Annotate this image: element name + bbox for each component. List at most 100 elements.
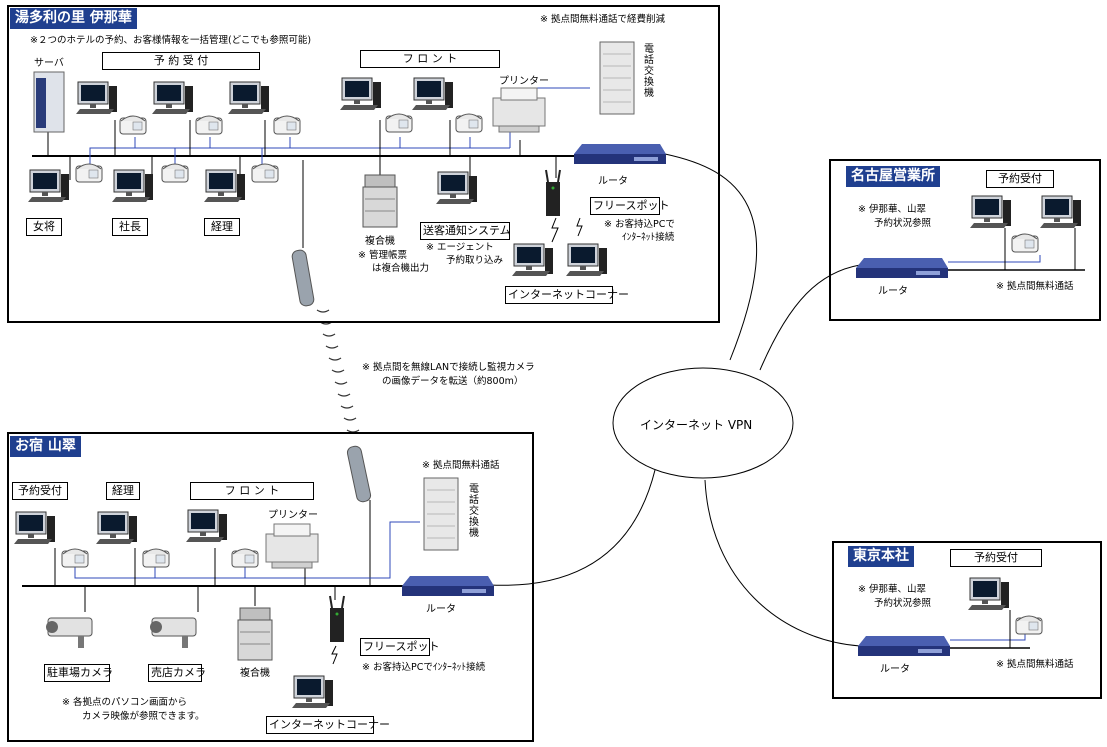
wireless-antenna-icon — [346, 445, 372, 586]
phone-icon — [455, 113, 483, 133]
router-icon — [858, 636, 950, 656]
president-box: 社長 — [112, 218, 148, 236]
router-label: ルータ — [878, 286, 908, 297]
router-label: ルータ — [426, 604, 456, 615]
pc-icon — [95, 511, 138, 545]
nagoya-call-note: ※ 拠点間無料通話 — [996, 281, 1074, 292]
router-icon — [402, 576, 494, 596]
shop-camera-box: 売店カメラ — [148, 664, 206, 682]
camera-note-1: ※ 各拠点のパソコン画面から — [62, 697, 187, 708]
printer-label: プリンター — [268, 510, 318, 521]
reservation-box: 予約受付 — [986, 170, 1054, 188]
pbx-icon — [599, 41, 635, 115]
tokyo-note-1: ※ 伊那華、山翠 — [858, 584, 926, 595]
router-icon — [574, 144, 666, 164]
wan-link-izuna — [664, 153, 757, 361]
phone-icon — [119, 115, 147, 135]
reservation-box: 予 約 受 付 — [102, 52, 260, 70]
accounting-box: 経理 — [106, 482, 140, 500]
accounting-box: 経理 — [204, 218, 240, 236]
parking-camera-box: 駐車場カメラ — [44, 664, 113, 682]
pc-icon — [151, 81, 194, 115]
pc-icon — [411, 77, 454, 111]
wifi-ap-icon — [329, 595, 345, 643]
wan-link-tokyo — [704, 479, 861, 647]
internet-corner-box: インターネットコーナー — [505, 286, 629, 304]
printer-icon — [492, 87, 546, 133]
site-title-tokyo: 東京本社 — [848, 546, 914, 567]
wireless-link — [316, 309, 360, 433]
freespot-box: フリースポット — [590, 197, 669, 215]
server-label: サーバ — [34, 58, 64, 69]
freespot-note-2: ｲﾝﾀｰﾈｯﾄ接続 — [622, 232, 675, 243]
wireless-antenna-icon — [291, 160, 315, 307]
pbx-icon — [423, 477, 459, 551]
phone-icon — [195, 115, 223, 135]
pc-icon — [291, 675, 334, 709]
site-title-izuna: 湯多利の里 伊那華 — [10, 8, 137, 29]
nagoya-note-1: ※ 伊那華、山翠 — [858, 204, 926, 215]
phone-icon — [75, 163, 103, 183]
phone-icon — [61, 548, 89, 568]
security-camera-icon — [45, 617, 93, 649]
router-label: ルータ — [880, 664, 910, 675]
wan-link-sansui — [489, 469, 656, 586]
front-box: フ ロ ン ト — [360, 50, 500, 68]
wan-link-nagoya — [759, 264, 861, 371]
printer-icon — [265, 523, 319, 569]
printer-label: プリンター — [499, 76, 549, 87]
phone-icon — [385, 113, 413, 133]
nagoya-note-2: 予約状況参照 — [874, 218, 932, 229]
freespot-note-1: ※ お客持込PCで — [604, 219, 675, 230]
pc-icon — [203, 169, 246, 203]
mfp-note-1: ※ 管理帳票 — [358, 250, 407, 261]
phone-icon — [231, 548, 259, 568]
mfp-icon — [362, 174, 398, 228]
mfp-label: 複合機 — [240, 668, 270, 679]
wireless-note-1: ※ 拠点間を無線LANで接続し監視カメラ — [362, 362, 535, 373]
sansui-note-call: ※ 拠点間無料通話 — [422, 460, 500, 471]
reservation-box: 予約受付 — [950, 549, 1042, 567]
pc-icon — [511, 243, 554, 277]
cloud-icon — [612, 367, 794, 479]
tokyo-call-note: ※ 拠点間無料通話 — [996, 659, 1074, 670]
site-title-sansui: お宿 山翠 — [10, 436, 81, 457]
transfer-system-box: 送客通知システム — [420, 222, 511, 240]
mfp-note-2: は複合機出力 — [372, 263, 430, 274]
phone-icon — [161, 163, 189, 183]
wifi-ap-icon — [545, 169, 561, 217]
pc-icon — [435, 171, 478, 205]
internet-corner-box: インターネットコーナー — [266, 716, 390, 734]
site-title-nagoya: 名古屋営業所 — [846, 166, 940, 187]
pc-icon — [339, 77, 382, 111]
phone-icon — [273, 115, 301, 135]
phone-icon — [142, 548, 170, 568]
front-box: フ ロ ン ト — [190, 482, 314, 500]
phone-icon — [1015, 615, 1043, 635]
pc-icon — [565, 243, 608, 277]
pc-icon — [75, 81, 118, 115]
agent-note-2: 予約取り込み — [446, 255, 504, 266]
router-icon — [856, 258, 948, 278]
camera-note-2: カメラ映像が参照できます。 — [82, 711, 205, 722]
freespot-box: フリースポット — [360, 638, 439, 656]
phone-icon — [1011, 233, 1039, 253]
mfp-label: 複合機 — [365, 236, 395, 247]
mfp-icon — [237, 607, 273, 661]
pc-icon — [969, 195, 1012, 229]
wireless-note-2: の画像データを転送（約800m） — [382, 376, 524, 387]
izuna-note-top: ※２つのホテルの予約、お客様情報を一括管理(どこでも参照可能) — [30, 35, 312, 46]
router-label: ルータ — [598, 176, 628, 187]
freespot-note: ※ お客持込PCでｲﾝﾀｰﾈｯﾄ接続 — [362, 662, 486, 673]
tokyo-note-2: 予約状況参照 — [874, 598, 932, 609]
security-camera-icon — [149, 617, 197, 649]
pc-icon — [13, 511, 56, 545]
pc-icon — [1039, 195, 1082, 229]
pbx-label: 電話交換機 — [469, 484, 479, 539]
pc-icon — [227, 81, 270, 115]
pc-icon — [967, 577, 1010, 611]
izuna-note-cost: ※ 拠点間無料通話で経費削減 — [540, 14, 665, 25]
server-icon — [33, 71, 65, 133]
pbx-label: 電話交換機 — [644, 44, 654, 99]
